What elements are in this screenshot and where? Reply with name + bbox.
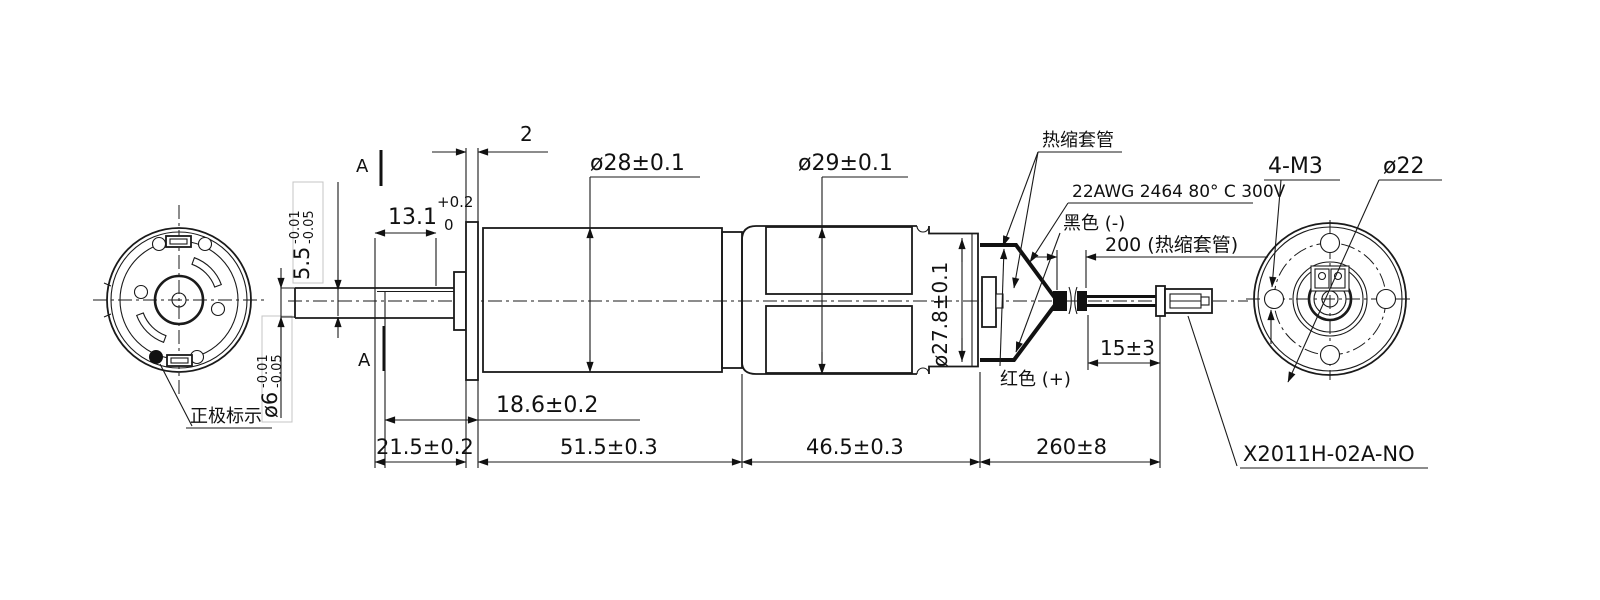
vent-slot-upper bbox=[191, 256, 223, 288]
shaft-hole-circle bbox=[171, 292, 187, 308]
rivet-hole bbox=[133, 284, 149, 300]
dim-tinned-length: 15±3 bbox=[1100, 336, 1155, 360]
dim-flat-width-box bbox=[292, 181, 324, 284]
outer-shell-circle bbox=[106, 227, 252, 373]
dim-flat-length-tol-lower: 0 bbox=[444, 216, 454, 234]
rivet-hole bbox=[197, 236, 213, 252]
motor-can bbox=[741, 225, 917, 375]
dim-shaft-total-length: 21.5±0.2 bbox=[376, 435, 474, 459]
can-upper-panel bbox=[765, 226, 913, 295]
dim-28-leader bbox=[589, 176, 700, 372]
black-wire-leader bbox=[1015, 232, 1061, 353]
terminal-top-slot bbox=[169, 238, 188, 245]
gearbox-motor-neck bbox=[721, 231, 743, 369]
lead-wire-bottom bbox=[980, 303, 1057, 362]
keyway-pin-left bbox=[1317, 271, 1327, 281]
vent-slot-lower bbox=[135, 312, 167, 344]
dim-shaft-dia-tol-upper: -0.01 bbox=[256, 354, 271, 388]
dim-flat-width-tol-upper: -0.01 bbox=[288, 210, 303, 244]
bearing-boss-circle bbox=[153, 274, 205, 326]
dim-shaft-dia-tol-lower: -0.05 bbox=[270, 354, 285, 388]
flange-outer-circle bbox=[1253, 222, 1407, 376]
flange-extension-lines bbox=[465, 148, 479, 468]
output-shaft bbox=[294, 287, 466, 319]
red-wire-label: 红色 (+) bbox=[1000, 369, 1071, 390]
part-number-label: X2011H-02A-NO bbox=[1243, 442, 1415, 466]
heat-shrink-leader-1 bbox=[1002, 151, 1039, 247]
heat-shrink-segment-1 bbox=[1053, 291, 1067, 311]
dim-flange-thickness: 2 bbox=[520, 122, 533, 146]
front-view: 4-M3 ø22 bbox=[1246, 154, 1442, 383]
positive-mark-leader bbox=[159, 363, 193, 427]
mounting-hole-bottom bbox=[1319, 344, 1341, 366]
front-flange bbox=[465, 221, 479, 381]
terminal-bottom bbox=[166, 354, 193, 367]
dim-flat-width-group: 5.5 -0.01 -0.05 bbox=[288, 210, 317, 280]
keyway-slot-left bbox=[1314, 268, 1330, 289]
terminal-bottom-slot bbox=[170, 357, 189, 364]
wire-spec-leader bbox=[1029, 202, 1069, 263]
pilot-boss bbox=[453, 271, 467, 331]
dim-motor-dia: ø29±0.1 bbox=[798, 151, 893, 176]
dim-29-leader bbox=[821, 176, 908, 374]
side-view: X2011H-02A-NO A A 2 13.1 +0.2 0 5.5 -0.0… bbox=[256, 122, 1428, 469]
mounting-holes-leader bbox=[1269, 179, 1282, 288]
positive-mark-label: 正极标示 bbox=[190, 406, 262, 427]
wire-spec-label: 22AWG 2464 80° C 300V bbox=[1072, 182, 1286, 202]
heat-shrink-label: 热缩套管 bbox=[1042, 130, 1114, 151]
keyway-pin-right bbox=[1333, 271, 1343, 281]
dim-lead-length: 260±8 bbox=[1036, 435, 1107, 459]
positive-mark-dot bbox=[149, 350, 163, 364]
rear-endbell bbox=[928, 226, 979, 374]
mounting-hole-left bbox=[1263, 288, 1285, 310]
mounting-hole-right bbox=[1375, 288, 1397, 310]
flange-inner-ring bbox=[1257, 226, 1403, 372]
black-wire-label: 黑色 (-) bbox=[1063, 213, 1125, 234]
wire-bundle bbox=[1087, 295, 1158, 307]
dim-gearbox-length: 51.5±0.3 bbox=[560, 435, 658, 459]
can-lower-panel bbox=[765, 305, 913, 374]
terminal-block bbox=[981, 276, 997, 328]
terminal-top bbox=[165, 235, 192, 248]
dim-shaft-dia-box bbox=[261, 315, 293, 423]
rivet-hole bbox=[210, 301, 226, 317]
crimp-notches bbox=[103, 282, 112, 318]
extension-lines bbox=[374, 238, 1161, 468]
section-letter-top: A bbox=[356, 156, 369, 177]
connector-latch bbox=[1200, 296, 1210, 306]
wire-break-symbol bbox=[1068, 286, 1078, 315]
dim-flat-width: 5.5 bbox=[290, 247, 314, 280]
pilot-circle-outer bbox=[1292, 261, 1368, 337]
dim-flat-length: 13.1 bbox=[388, 205, 437, 230]
heat-shrink-leader-2 bbox=[1012, 151, 1039, 289]
dim-gearbox-dia: ø28±0.1 bbox=[590, 151, 685, 176]
heat-shrink-segment-2 bbox=[1077, 291, 1087, 311]
dim-rear-dia-group: ø27.8±0.1 bbox=[928, 262, 952, 367]
dim-rear-dia: ø27.8±0.1 bbox=[928, 262, 952, 367]
outer-shell-inner-ring bbox=[110, 231, 248, 369]
section-letter-bottom: A bbox=[358, 350, 371, 371]
rivet-hole bbox=[151, 236, 167, 252]
mounting-holes-label: 4-M3 bbox=[1268, 154, 1323, 179]
dim-motor-length: 46.5±0.3 bbox=[806, 435, 904, 459]
dim-shaft-ext-length: 18.6±0.2 bbox=[496, 393, 598, 418]
red-wire-leader bbox=[999, 248, 1008, 367]
rear-view: 正极标示 bbox=[93, 205, 272, 429]
part-number-leader bbox=[1187, 315, 1238, 467]
terminal-nub bbox=[995, 293, 1004, 309]
dim-sleeve-length: 200 (热缩套管) bbox=[1105, 234, 1238, 256]
dim-flat-length-tol-upper: +0.2 bbox=[437, 193, 473, 211]
dim-shaft-dia: ø6 bbox=[258, 392, 282, 418]
dim-flat-width-tol-lower: -0.05 bbox=[302, 210, 317, 244]
bolt-circle-leader bbox=[1287, 179, 1380, 383]
keyway-slot-right bbox=[1330, 268, 1346, 289]
connector-retainer bbox=[1155, 285, 1166, 317]
mounting-hole-top bbox=[1319, 232, 1341, 254]
gearbox-body bbox=[482, 227, 723, 373]
bolt-circle-label: ø22 bbox=[1383, 154, 1424, 179]
dim-shaft-dia-group: ø6 -0.01 -0.05 bbox=[256, 354, 285, 418]
